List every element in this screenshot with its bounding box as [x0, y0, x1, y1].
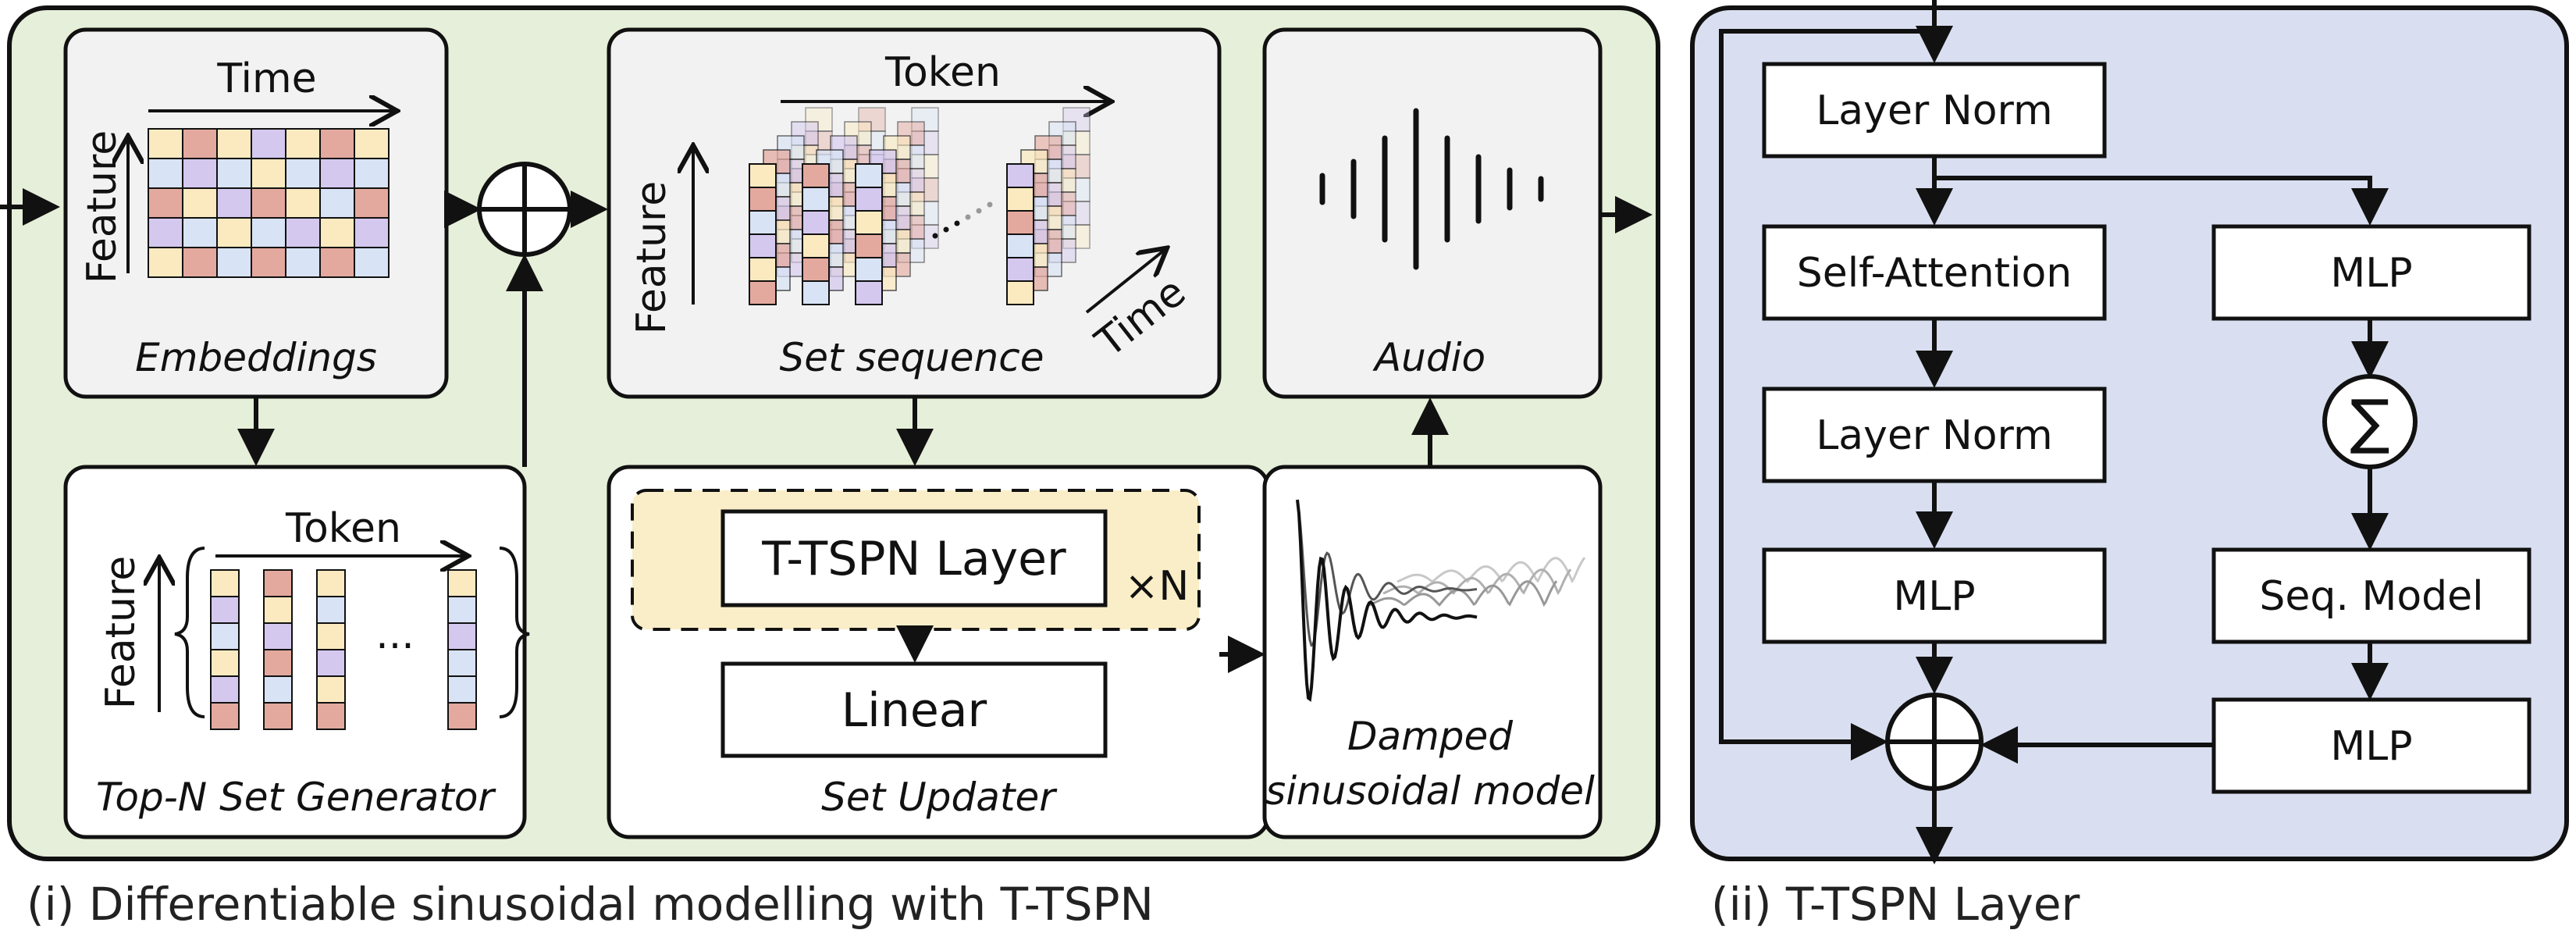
linear-label: Linear [841, 683, 987, 738]
panel1-caption: (i) Differentiable sinusoidal modelling … [27, 878, 1154, 931]
repeat-label: ×N [1125, 563, 1189, 610]
svg-text:MLP: MLP [2330, 250, 2412, 297]
topn-feature-label: Feature [98, 556, 144, 710]
svg-text:Layer Norm: Layer Norm [1816, 412, 2052, 459]
topn-token-columns [210, 569, 477, 730]
set-updater-block: T-TSPN Layer ×N Linear Set Updater [607, 465, 1270, 839]
svg-text:Self-Attention: Self-Attention [1797, 250, 2073, 297]
sum-node-panel2 [1885, 693, 1984, 791]
ln1-to-mlp-arrow [1934, 176, 2389, 226]
topn-brace-left [174, 547, 205, 718]
damped-title-line1: Damped [1347, 714, 1513, 759]
panel2-caption: (ii) T-TSPN Layer [1711, 878, 2080, 931]
mlp-right-2: MLP [2211, 697, 2532, 794]
embeddings-time-label: Time [216, 55, 316, 102]
svg-text:MLP: MLP [1893, 573, 1975, 620]
layer-norm-1: Layer Norm [1762, 62, 2107, 159]
mlp-left: MLP [1762, 547, 2107, 644]
topn-token-label: Token [285, 505, 401, 552]
residual-connection [1719, 29, 1934, 761]
sigma-symbol: ∑ [2350, 387, 2389, 456]
damped-title-line2: sinusoidal model [1265, 768, 1595, 814]
setseq-title: Set sequence [780, 335, 1044, 380]
self-attention: Self-Attention [1762, 224, 2107, 321]
topn-block: Token Feature ... Top-N Set Generator [63, 465, 530, 839]
topn-brace-right [499, 547, 530, 718]
topn-ellipsis: ... [375, 611, 415, 658]
set-sequence-stack [749, 107, 1091, 305]
ttspn-layer-label: T-TSPN Layer [761, 532, 1066, 586]
set-sequence-block: Token Feature Time Set sequence [607, 27, 1222, 399]
sum-node-panel1 [477, 162, 572, 257]
sigma-node: ∑ [2322, 374, 2418, 469]
seq-model: Seq. Model [2211, 547, 2532, 644]
embeddings-grid [148, 128, 390, 278]
linear-box [720, 661, 1108, 758]
svg-text:Layer Norm: Layer Norm [1816, 87, 2052, 134]
setseq-feature-label: Feature [628, 181, 675, 335]
audio-block: Audio [1262, 27, 1603, 399]
setseq-time-arrow [1085, 250, 1165, 314]
setseq-token-label: Token [884, 49, 1001, 96]
panel-ttspn-layer [1690, 5, 2569, 861]
damped-waveforms [1296, 499, 1586, 702]
svg-text:MLP: MLP [2330, 723, 2412, 770]
topn-box [63, 465, 527, 839]
embeddings-block: Time Feature Embeddings [63, 27, 449, 399]
embeddings-feature-label: Feature [79, 130, 126, 284]
svg-text:Seq. Model: Seq. Model [2259, 573, 2483, 620]
set-updater-title: Set Updater [821, 775, 1058, 820]
damped-block: Damped sinusoidal model [1262, 465, 1603, 839]
audio-title: Audio [1372, 335, 1485, 380]
topn-title: Top-N Set Generator [96, 775, 496, 820]
layer-norm-2: Layer Norm [1762, 387, 2107, 483]
mlp-right-1: MLP [2211, 224, 2532, 321]
audio-waveform-icon [1319, 108, 1544, 270]
embeddings-title: Embeddings [135, 335, 377, 380]
ttspn-layer-box [720, 509, 1108, 607]
